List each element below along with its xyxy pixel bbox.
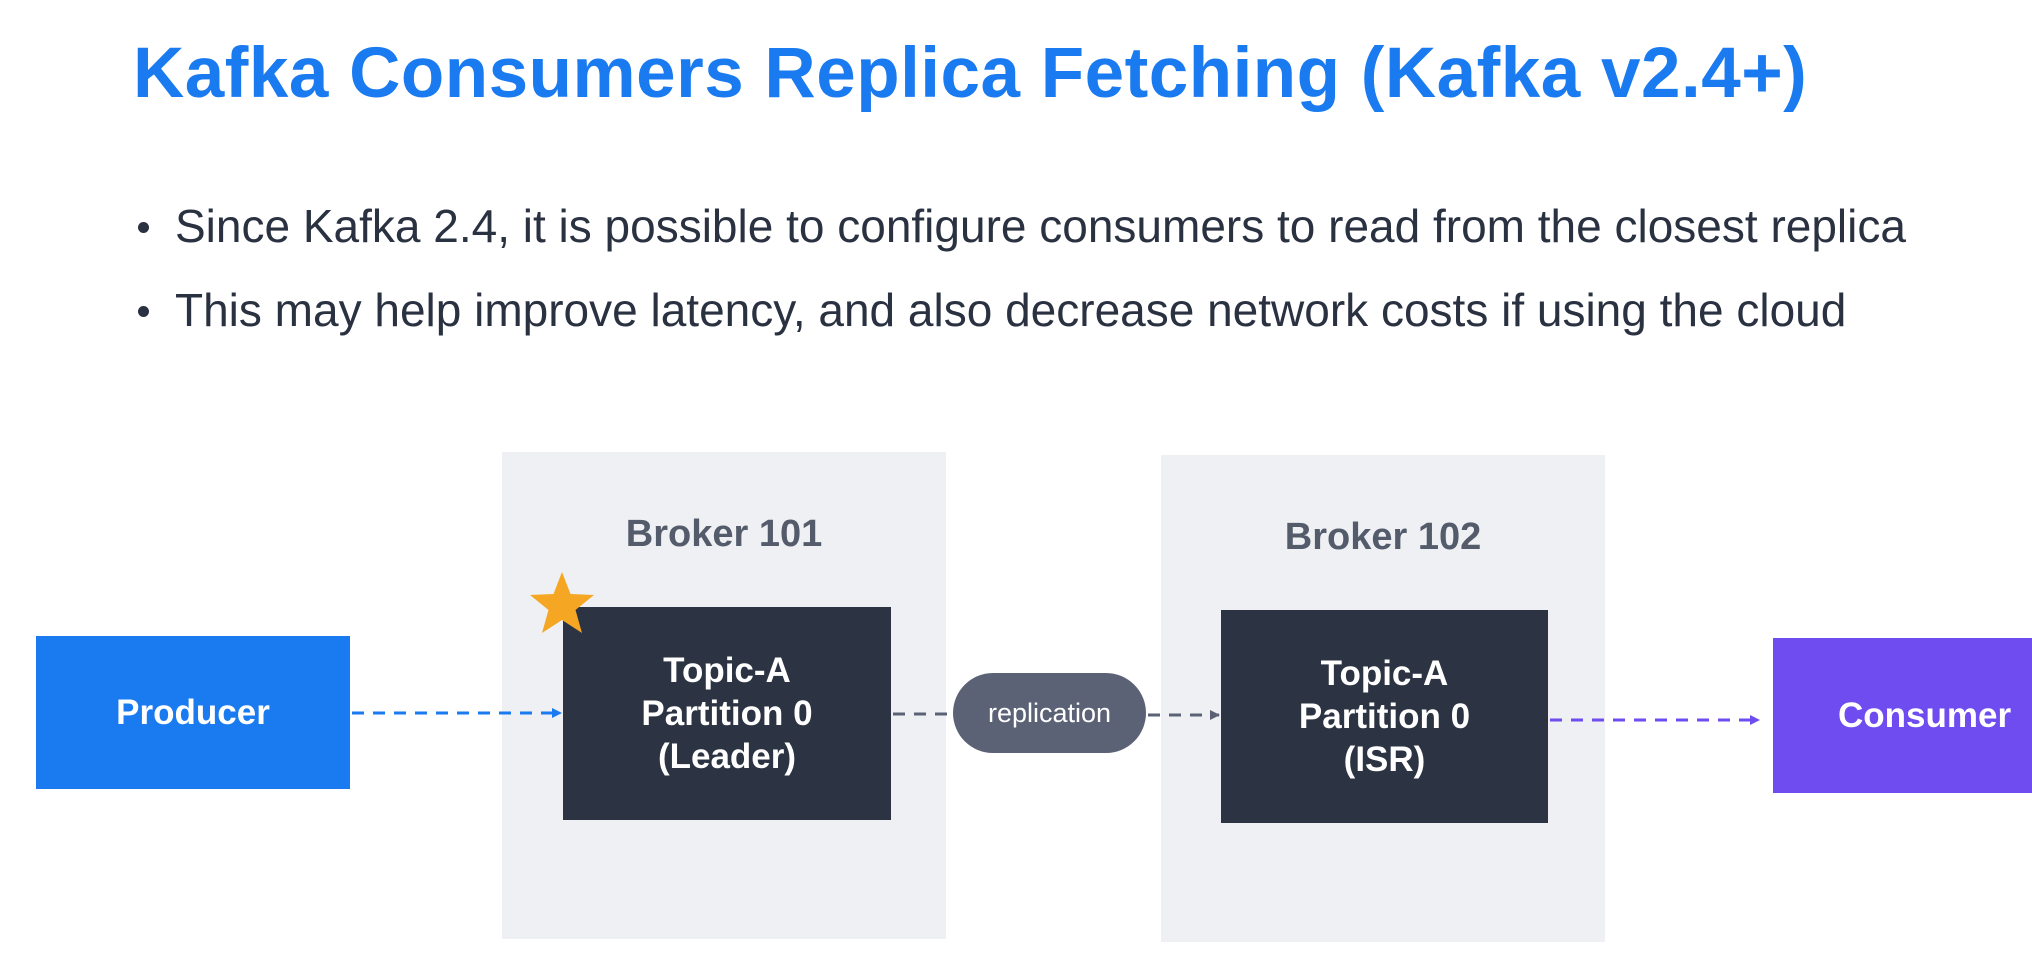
partition-topic: Topic-A (663, 651, 791, 690)
producer-box: Producer (36, 636, 350, 789)
producer-label: Producer (116, 692, 270, 732)
broker-title: Broker 102 (1284, 516, 1482, 558)
partition-topic: Topic-A (1320, 654, 1449, 693)
partition-role: (Leader) (657, 737, 797, 776)
broker-title: Broker 101 (625, 513, 823, 555)
consumer-label: Consumer (1838, 695, 2012, 735)
partition-number: Partition 0 (1298, 697, 1471, 736)
replication-label: replication (987, 697, 1112, 728)
partition-leader-box: Topic-A Partition 0 (Leader) (563, 607, 891, 820)
page-title: Kafka Consumers Replica Fetching (Kafka … (133, 34, 1808, 113)
bullet-list: Since Kafka 2.4, it is possible to confi… (133, 184, 1906, 352)
replication-pill: replication (953, 673, 1146, 753)
star-icon (530, 572, 594, 633)
partition-role: (ISR) (1343, 740, 1426, 779)
bullet-item: Since Kafka 2.4, it is possible to confi… (133, 184, 1906, 268)
partition-isr-box: Topic-A Partition 0 (ISR) (1221, 610, 1548, 823)
consumer-box: Consumer (1773, 638, 2032, 793)
partition-number: Partition 0 (641, 694, 813, 733)
bullet-item: This may help improve latency, and also … (133, 268, 1906, 352)
